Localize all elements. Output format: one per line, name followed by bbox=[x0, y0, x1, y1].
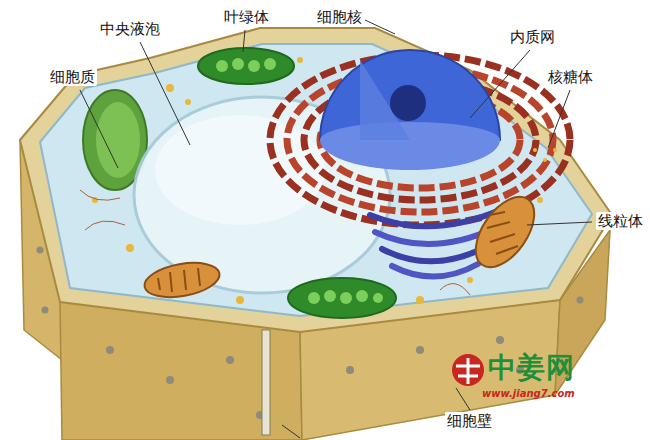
cytoplasm bbox=[40, 44, 592, 316]
nucleus-base bbox=[320, 122, 500, 170]
leader-lines bbox=[80, 20, 592, 438]
watermark-url: www.jiang7.com bbox=[482, 388, 575, 400]
chloroplast-inner bbox=[96, 102, 140, 178]
organelle-label: 细胞质 bbox=[48, 68, 97, 86]
organelle-label: 细胞壁 bbox=[445, 412, 494, 430]
chloroplast bbox=[198, 48, 294, 84]
plasmodesma bbox=[262, 330, 270, 435]
nucleolus bbox=[390, 85, 426, 121]
cytoskeleton bbox=[80, 190, 470, 295]
organelle-label: 叶绿体 bbox=[222, 8, 271, 26]
watermark: 中姜网 bbox=[488, 352, 575, 384]
mitochondrion bbox=[464, 187, 546, 278]
organelle-label: 细胞核 bbox=[315, 8, 364, 26]
organelle-label: 内质网 bbox=[508, 28, 557, 46]
organelle-label: 核糖体 bbox=[546, 68, 595, 86]
watermark-logo bbox=[452, 354, 484, 386]
organelle-label: 线粒体 bbox=[596, 212, 645, 230]
organelle-label: 中央液泡 bbox=[98, 20, 162, 38]
mitochondrion bbox=[142, 258, 222, 303]
chloroplast bbox=[288, 278, 396, 318]
vesicles bbox=[92, 57, 557, 304]
cell-wall-top bbox=[20, 28, 612, 332]
